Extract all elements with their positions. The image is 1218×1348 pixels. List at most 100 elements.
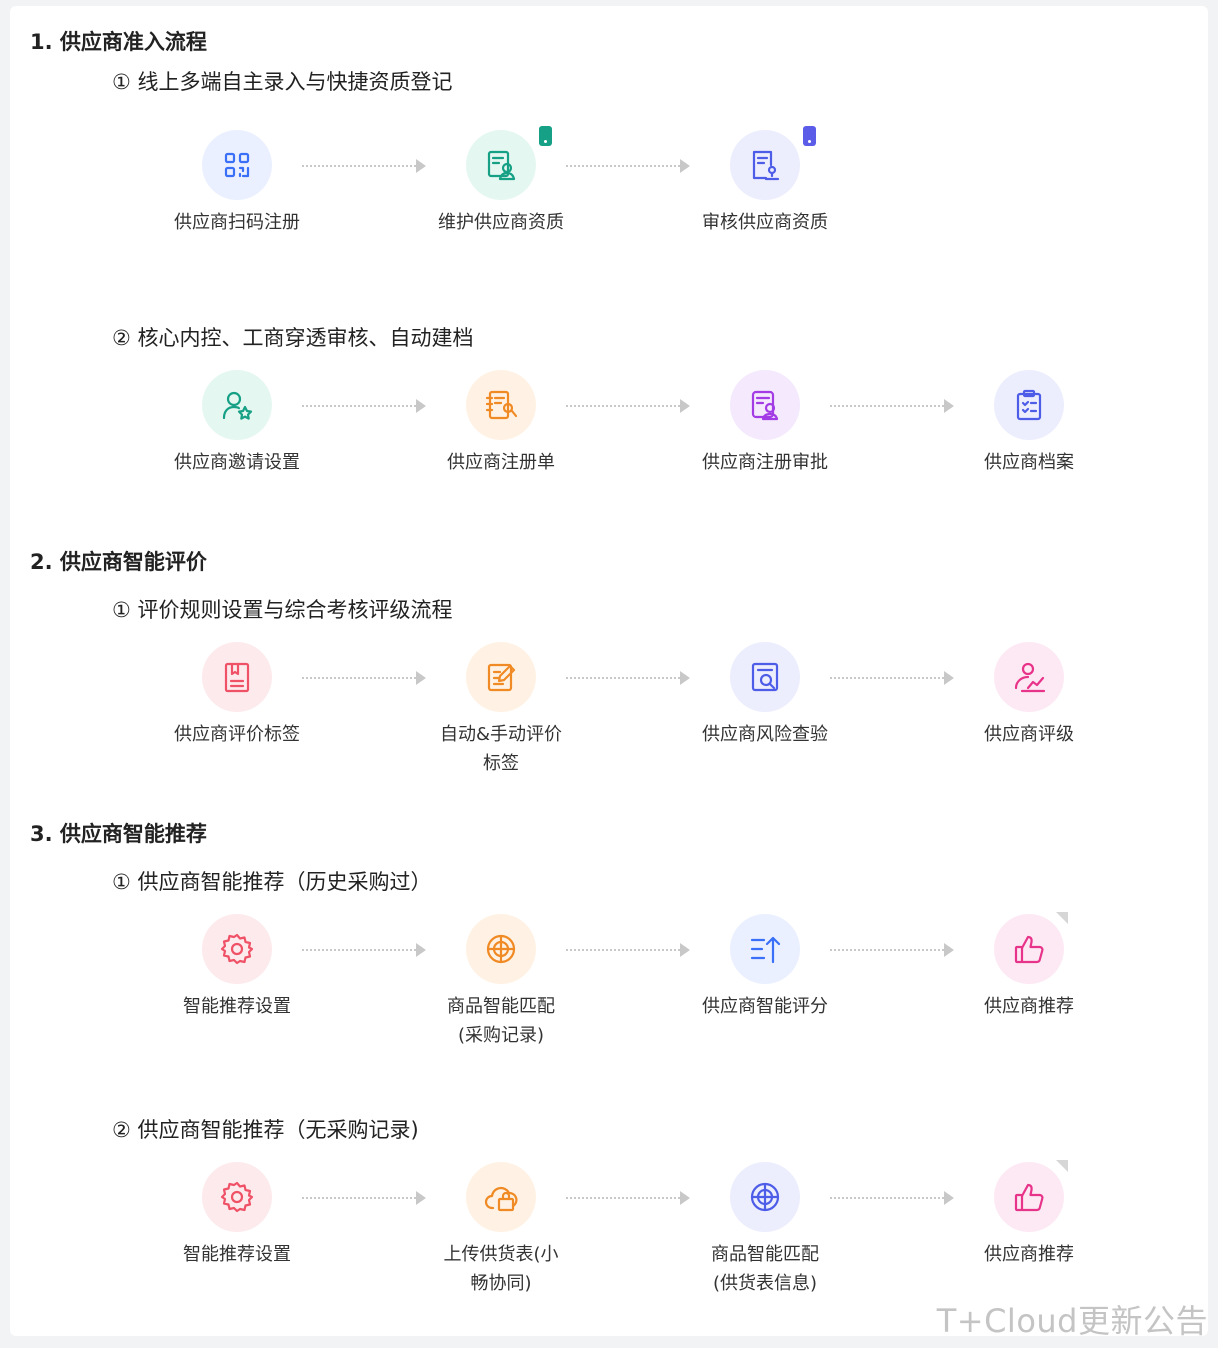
arrow-head-icon <box>680 1191 690 1205</box>
section-title: 3. 供应商智能推荐 <box>30 822 207 846</box>
node-icon-circle[interactable] <box>466 642 536 712</box>
user-star-icon <box>220 388 254 422</box>
register-form-icon <box>484 388 518 422</box>
node-icon-circle[interactable] <box>202 130 272 200</box>
node-icon-circle[interactable] <box>994 912 1068 984</box>
arrow-head-icon <box>944 671 954 685</box>
flow-node[interactable]: 商品智能匹配(供货表信息) <box>695 1162 835 1298</box>
node-label: 供应商评级 <box>984 724 1074 745</box>
flow-arrow <box>830 1191 954 1205</box>
arrow-line <box>830 1197 944 1199</box>
user-chart-icon <box>1012 660 1046 694</box>
node-label: 供应商注册单 <box>447 452 555 473</box>
cloud-upload-icon <box>484 1180 518 1214</box>
node-label: 供应商档案 <box>984 452 1074 473</box>
node-icon-circle[interactable] <box>466 914 536 984</box>
arrow-line <box>566 1197 680 1199</box>
thumbs-up-icon <box>1012 1180 1046 1214</box>
flow-node[interactable]: 供应商扫码注册 <box>167 130 307 237</box>
flow-node[interactable]: 供应商智能评分 <box>695 914 835 1021</box>
flow-subtitle: ① 评价规则设置与综合考核评级流程 <box>112 598 453 622</box>
node-icon-circle[interactable] <box>202 1162 272 1232</box>
qualification-edit-icon <box>484 148 518 182</box>
node-label: 智能推荐设置 <box>183 1244 291 1265</box>
corner-flag-icon <box>1056 1160 1068 1172</box>
node-icon-circle[interactable] <box>202 370 272 440</box>
node-icon-circle[interactable] <box>730 370 800 440</box>
flow-arrow <box>302 671 426 685</box>
flow-node[interactable]: 供应商风险查验 <box>695 642 835 749</box>
arrow-head-icon <box>680 159 690 173</box>
node-label: 自动&手动评价标签 <box>439 724 563 774</box>
flow-arrow <box>302 1191 426 1205</box>
gear-icon <box>220 1180 254 1214</box>
arrow-head-icon <box>680 943 690 957</box>
node-icon-circle[interactable] <box>994 1160 1068 1232</box>
arrow-head-icon <box>416 1191 426 1205</box>
arrow-head-icon <box>944 1191 954 1205</box>
flow-node[interactable]: 上传供货表(小畅协同) <box>431 1162 571 1298</box>
node-icon-circle[interactable] <box>730 642 800 712</box>
arrow-line <box>302 949 416 951</box>
qr-code-icon <box>220 148 254 182</box>
gear-icon <box>220 932 254 966</box>
node-icon-circle[interactable] <box>466 126 552 200</box>
flow-arrow <box>566 399 690 413</box>
arrow-line <box>566 677 680 679</box>
flow-node[interactable]: 供应商推荐 <box>959 1160 1099 1269</box>
flow-node[interactable]: 供应商档案 <box>959 370 1099 477</box>
node-label: 供应商扫码注册 <box>174 212 300 233</box>
corner-flag-icon <box>1056 912 1068 924</box>
node-label: 供应商风险查验 <box>702 724 828 745</box>
arrow-line <box>566 405 680 407</box>
sort-up-icon <box>748 932 782 966</box>
node-icon-circle[interactable] <box>994 370 1064 440</box>
node-label: 维护供应商资质 <box>438 212 564 233</box>
risk-search-icon <box>748 660 782 694</box>
flow-node[interactable]: 供应商推荐 <box>959 912 1099 1021</box>
arrow-head-icon <box>944 399 954 413</box>
edit-note-icon <box>484 660 518 694</box>
node-icon-circle[interactable] <box>202 914 272 984</box>
flow-node[interactable]: 供应商注册审批 <box>695 370 835 477</box>
arrow-line <box>302 405 416 407</box>
flow-node[interactable]: 商品智能匹配(采购记录) <box>431 914 571 1050</box>
node-icon-circle[interactable] <box>994 642 1064 712</box>
arrow-line <box>566 165 680 167</box>
flow-node[interactable]: 供应商注册单 <box>431 370 571 477</box>
target-icon <box>748 1180 782 1214</box>
flow-arrow <box>830 671 954 685</box>
label-document-icon <box>220 660 254 694</box>
node-icon-circle[interactable] <box>466 1162 536 1232</box>
node-label: 审核供应商资质 <box>702 212 828 233</box>
node-icon-circle[interactable] <box>202 642 272 712</box>
flow-arrow <box>566 943 690 957</box>
flow-arrow <box>566 159 690 173</box>
flow-node[interactable]: 维护供应商资质 <box>431 126 571 237</box>
flow-arrow <box>302 943 426 957</box>
arrow-line <box>830 405 944 407</box>
thumbs-up-icon <box>1012 932 1046 966</box>
node-label: 供应商推荐 <box>984 996 1074 1017</box>
flow-node[interactable]: 智能推荐设置 <box>167 1162 307 1269</box>
flow-node[interactable]: 供应商评价标签 <box>167 642 307 749</box>
node-label: 智能推荐设置 <box>183 996 291 1017</box>
node-icon-circle[interactable] <box>730 914 800 984</box>
flow-node[interactable]: 自动&手动评价标签 <box>431 642 571 778</box>
flow-node[interactable]: 供应商评级 <box>959 642 1099 749</box>
node-icon-circle[interactable] <box>730 126 816 200</box>
node-label: 供应商注册审批 <box>702 452 828 473</box>
node-label: 商品智能匹配(供货表信息) <box>711 1244 819 1294</box>
flow-node[interactable]: 供应商邀请设置 <box>167 370 307 477</box>
section-title: 1. 供应商准入流程 <box>30 30 207 54</box>
arrow-line <box>302 1197 416 1199</box>
arrow-head-icon <box>680 671 690 685</box>
node-icon-circle[interactable] <box>730 1162 800 1232</box>
arrow-head-icon <box>944 943 954 957</box>
flow-node[interactable]: 审核供应商资质 <box>695 126 835 237</box>
flow-subtitle: ② 供应商智能推荐（无采购记录) <box>112 1118 419 1142</box>
flow-node[interactable]: 智能推荐设置 <box>167 914 307 1021</box>
node-icon-circle[interactable] <box>466 370 536 440</box>
flow-arrow <box>566 671 690 685</box>
arrow-line <box>302 165 416 167</box>
